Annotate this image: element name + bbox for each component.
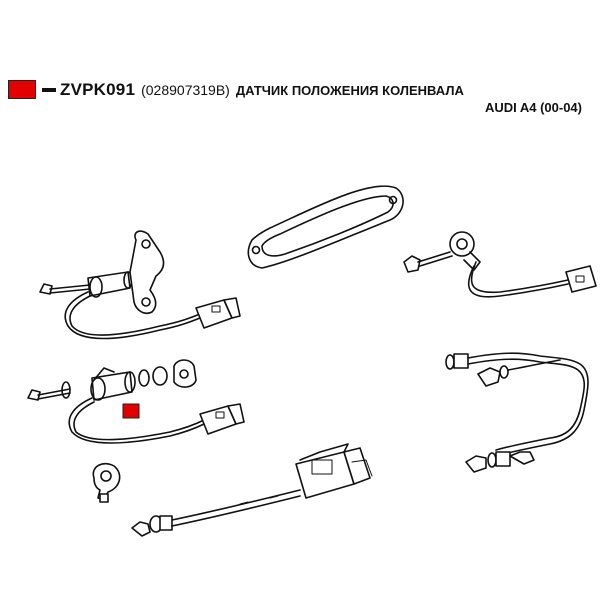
lambda-probe-bottom [131, 443, 373, 537]
gasket [247, 185, 404, 269]
part-name: ДАТЧИК ПОЛОЖЕНИЯ КОЛЕНВАЛА [235, 83, 464, 98]
legend-marker-box [8, 80, 36, 99]
crankshaft-sensor-highlighted [27, 359, 245, 444]
cable-clip [92, 462, 121, 503]
lambda-probe-right [445, 352, 589, 473]
oem-number: (028907319B) [141, 82, 230, 98]
title-line: ZVPK091 (028907319B) ДАТЧИК ПОЛОЖЕНИЯ КОЛЕ… [60, 80, 464, 100]
vehicle-label: AUDI A4 (00-04) [484, 100, 582, 115]
legend-dash [42, 88, 56, 92]
upper-left-sensor [39, 230, 241, 340]
part-code: ZVPK091 [60, 80, 136, 99]
header: ZVPK091 (028907319B) ДАТЧИК ПОЛОЖЕНИЯ КОЛЕ… [8, 80, 592, 120]
upper-right-sensor [403, 231, 597, 298]
highlight-marker [122, 403, 140, 419]
